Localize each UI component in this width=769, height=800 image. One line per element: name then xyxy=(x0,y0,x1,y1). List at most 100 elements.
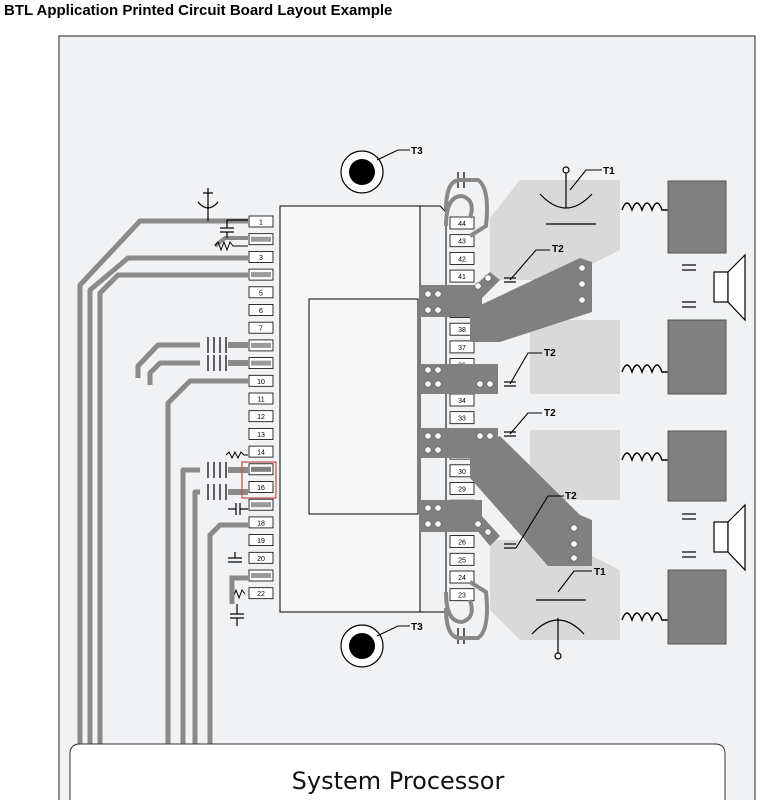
left-pin-15 xyxy=(248,463,274,476)
left-pin-18: 18 xyxy=(248,516,274,529)
left-pin-22: 22 xyxy=(248,587,274,600)
via xyxy=(424,432,432,440)
left-pin-5: 5 xyxy=(248,286,274,299)
via xyxy=(434,366,442,374)
ic-right-outline xyxy=(419,205,447,613)
right-pin-label: 41 xyxy=(458,274,466,281)
left-pin-label: 13 xyxy=(257,432,265,439)
output-dark-traces xyxy=(420,258,592,566)
right-pin-label: 23 xyxy=(458,593,466,600)
left-pin-20: 20 xyxy=(248,551,274,564)
left-pin-label: 7 xyxy=(259,326,263,333)
right-pin-34: 34 xyxy=(449,393,475,407)
left-pin-label: 1 xyxy=(259,220,263,227)
inductor-pads xyxy=(667,180,727,645)
left-pin-7: 7 xyxy=(248,321,274,334)
left-pin-6: 6 xyxy=(248,304,274,316)
pin-highlight-box xyxy=(241,461,277,499)
speaker-bottom xyxy=(713,503,746,572)
left-capacitors xyxy=(207,219,248,626)
via xyxy=(578,280,586,288)
left-pin-label: 6 xyxy=(259,308,263,315)
via xyxy=(434,380,442,388)
right-pin-label: 30 xyxy=(458,469,466,476)
via xyxy=(424,504,432,512)
left-pin-8 xyxy=(248,339,274,352)
right-pin-label: 38 xyxy=(458,327,466,334)
via xyxy=(570,540,578,548)
left-pin-1: 1 xyxy=(248,215,274,228)
left-pin-label: 5 xyxy=(259,290,263,297)
right-pin-29: 29 xyxy=(449,482,475,495)
right-pin-43: 43 xyxy=(449,234,475,248)
via xyxy=(570,524,578,532)
via xyxy=(486,432,494,440)
right-pin-label: 34 xyxy=(458,398,466,405)
left-pin-label: 20 xyxy=(257,556,265,563)
right-pin-label: 33 xyxy=(458,416,466,423)
via xyxy=(434,432,442,440)
right-pin-label: 25 xyxy=(458,557,466,564)
t2-label-1: T2 xyxy=(552,244,564,255)
t2-label-2: T2 xyxy=(544,348,556,359)
t3-bottom-hole xyxy=(340,624,384,668)
left-pin-label: 12 xyxy=(257,414,265,421)
via xyxy=(484,274,492,282)
left-pin-4 xyxy=(248,268,274,281)
via xyxy=(434,520,442,528)
left-pin-label: 22 xyxy=(257,591,265,598)
via xyxy=(434,446,442,454)
left-pin-label: 14 xyxy=(257,450,265,457)
right-pin-label: 42 xyxy=(458,256,466,263)
pin-20-21-trace xyxy=(229,575,248,604)
ground-symbol xyxy=(197,188,219,221)
t1-bottom-label: T1 xyxy=(594,567,606,578)
via xyxy=(578,296,586,304)
vias xyxy=(424,264,586,562)
left-pin-16: 16 xyxy=(248,481,274,493)
right-pin-label: 29 xyxy=(458,487,466,494)
right-pin-24: 24 xyxy=(449,570,475,584)
via xyxy=(424,520,432,528)
right-pin-41: 41 xyxy=(449,269,475,283)
via xyxy=(424,366,432,374)
t1-bottom-symbol xyxy=(531,599,586,660)
right-pin-25: 25 xyxy=(449,552,475,566)
right-pin-38: 38 xyxy=(449,322,475,336)
right-pin-label: 24 xyxy=(458,575,466,582)
speaker-top xyxy=(713,253,746,322)
system-processor-label: System Processor xyxy=(292,767,505,795)
right-pin-23: 23 xyxy=(449,588,475,602)
t3-bottom-label: T3 xyxy=(411,622,423,633)
right-pin-label: 43 xyxy=(458,239,466,246)
right-pin-26: 26 xyxy=(449,535,475,548)
via xyxy=(424,306,432,314)
via xyxy=(476,432,484,440)
left-pin-9 xyxy=(248,357,274,370)
via xyxy=(434,306,442,314)
right-pin-37: 37 xyxy=(449,340,475,354)
right-pin-42: 42 xyxy=(449,251,475,265)
output-light-zones xyxy=(490,180,620,640)
t3-top-label: T3 xyxy=(411,146,423,157)
left-pin-label: 19 xyxy=(257,538,265,545)
left-pin-label: 18 xyxy=(257,520,265,527)
right-pin-label: 26 xyxy=(458,540,466,547)
left-traces xyxy=(77,218,248,745)
left-pin-label: 10 xyxy=(257,379,265,386)
via xyxy=(424,380,432,388)
via xyxy=(424,446,432,454)
left-pin-label: 16 xyxy=(257,485,265,492)
left-pin-21 xyxy=(248,569,274,582)
via xyxy=(484,528,492,536)
via xyxy=(570,554,578,562)
t3-top-hole xyxy=(340,150,384,194)
via xyxy=(578,264,586,272)
ic-thermal-pad xyxy=(308,298,419,515)
leader-lines xyxy=(376,149,602,637)
left-pin-10: 10 xyxy=(248,374,274,387)
via xyxy=(434,504,442,512)
left-pin-12: 12 xyxy=(248,410,274,423)
